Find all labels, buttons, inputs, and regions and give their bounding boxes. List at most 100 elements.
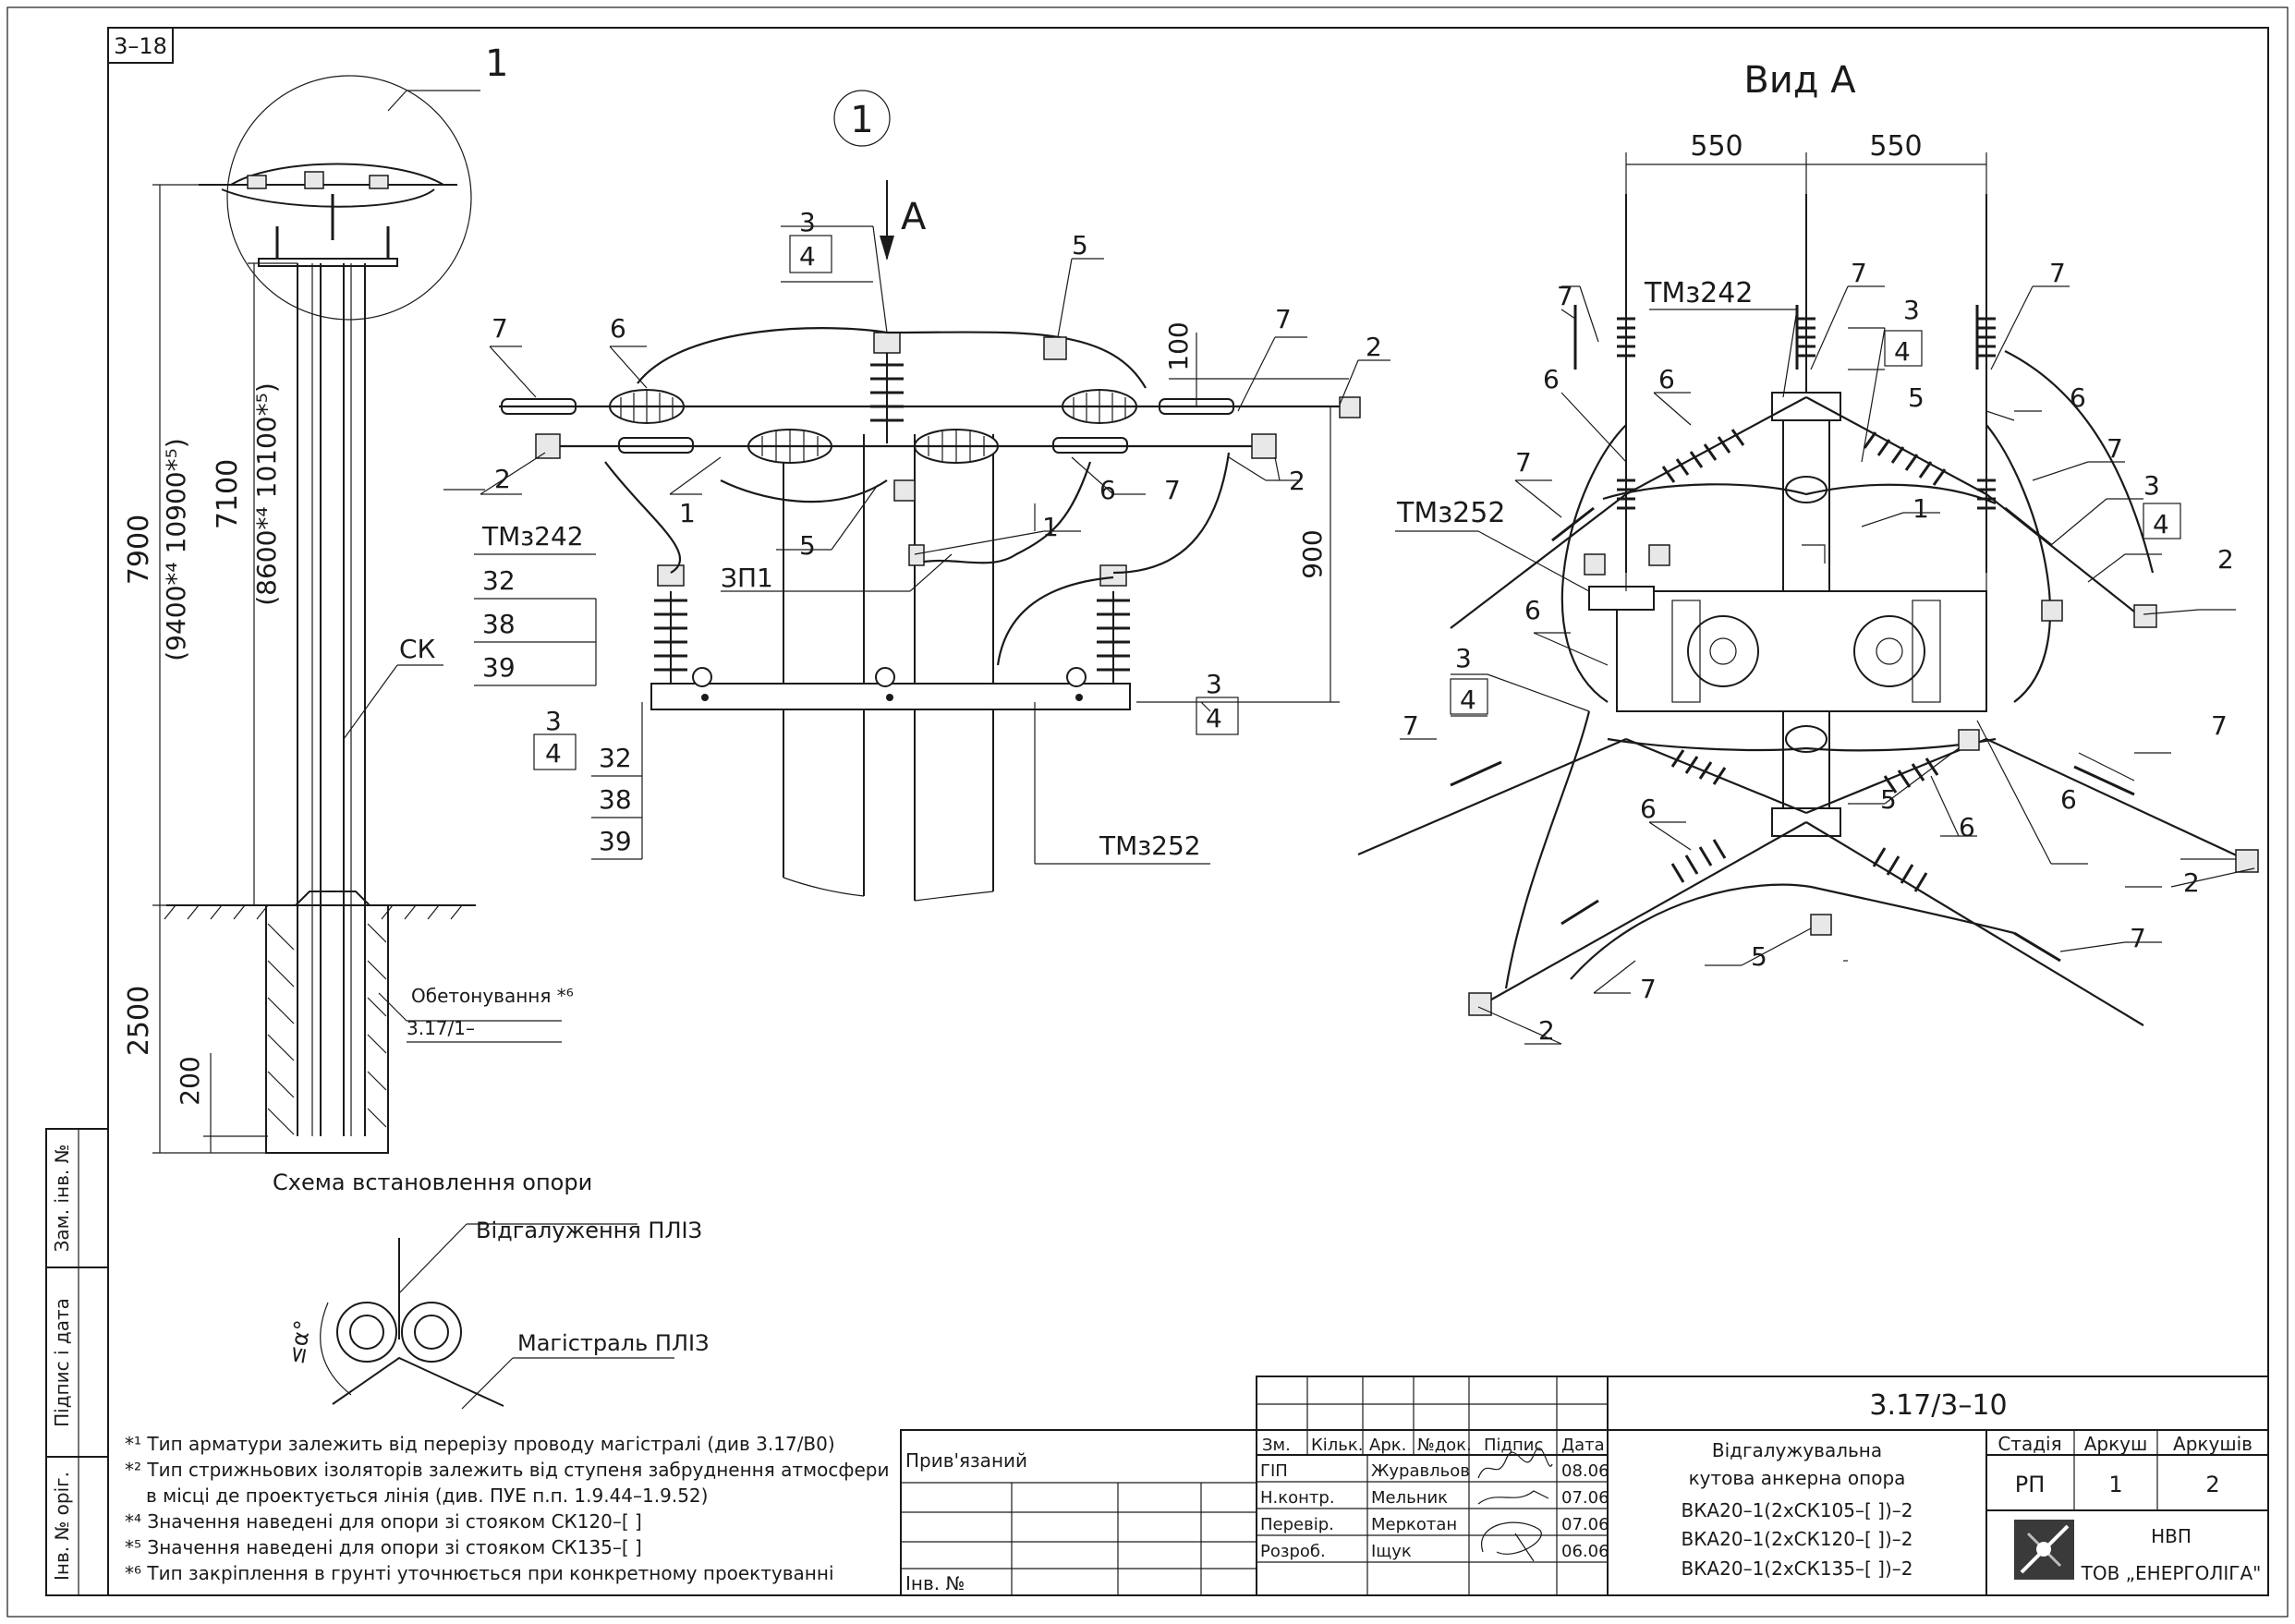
company-logo — [2014, 1520, 2074, 1580]
branch-scheme: Відгалуження ПЛІЗ Магістраль ПЛІЗ ≤α° — [283, 1218, 709, 1410]
tb-role-rozrob: Розроб. — [1260, 1542, 1326, 1561]
view-a-label-6-f: 6 — [1640, 794, 1657, 824]
desc-line-3: ВКА20–1(2хСК105–[ ])–2 — [1682, 1499, 1913, 1521]
view-a-label-7-f: 7 — [1402, 710, 1419, 741]
tb-role-gip: ГІП — [1260, 1461, 1288, 1481]
pin-insulator-top — [870, 332, 904, 443]
tb-date-perevir: 07.06 — [1561, 1515, 1609, 1534]
corner-tag: 3–18 — [114, 33, 167, 59]
doc-code: 3.17/3–10 — [1869, 1389, 2007, 1422]
detail-label-38-b: 38 — [599, 784, 632, 815]
foundation — [265, 904, 389, 1154]
view-a: Вид А 550 550 — [1357, 59, 2259, 1046]
ck-label: СК — [399, 634, 436, 664]
desc-line-2: кутова анкерна опора — [1689, 1467, 1906, 1489]
title-block: Прив'язаний Інв. № Зм. Кільк. Арк. №док.… — [900, 1376, 2269, 1596]
tb-header-pidpys: Підпис — [1484, 1436, 1543, 1455]
tb-name-perevir: Меркотан — [1371, 1515, 1457, 1534]
pole-top-right — [1853, 615, 1925, 687]
detail-label-39-a: 39 — [482, 652, 516, 683]
angle-label: ≤α° — [283, 1318, 316, 1366]
view-a-label-4-b: 4 — [2153, 509, 2169, 539]
note-5: *⁵ Значення наведені для опори зі стояко… — [125, 1536, 642, 1558]
sheets-header: Аркушів — [2173, 1433, 2252, 1455]
installation-scheme: 1 — [123, 42, 592, 1195]
view-a-label-4-a: 4 — [1894, 336, 1911, 367]
dim-mid: 7100 — [212, 459, 244, 529]
tb-header-ark: Арк. — [1369, 1436, 1406, 1455]
view-a-arrow-label: А — [901, 196, 927, 238]
dim-total-alt: (9400*⁴ 10900*⁵) — [161, 438, 191, 661]
stage-value: РП — [2015, 1472, 2046, 1497]
detail-label-2-left: 2 — [494, 464, 511, 494]
detail-label-6-right: 6 — [1099, 475, 1116, 505]
drawing-frame — [107, 27, 2269, 1596]
view-a-label-tm252: ТМз252 — [1396, 497, 1505, 529]
inv-no-label: Інв. № — [905, 1572, 965, 1594]
view-a-label-7-b: 7 — [1851, 258, 1867, 288]
tb-header-data: Дата — [1561, 1436, 1605, 1455]
tb-date-nkontr: 07.06 — [1561, 1488, 1609, 1508]
concrete-label: Обетонування *⁶ — [411, 985, 574, 1007]
detail-label-32-a: 32 — [482, 565, 516, 596]
tb-name-nkontr: Мельник — [1371, 1488, 1448, 1508]
detail-label-1-left: 1 — [679, 498, 696, 528]
corner-tag-box — [107, 27, 174, 64]
view-a-label-5-c: 5 — [1751, 941, 1767, 972]
side-label-inv-original: Інв. № оріг. — [51, 1472, 73, 1581]
view-a-label-7-h: 7 — [2130, 923, 2146, 953]
side-label-signature-date: Підпис і дата — [51, 1298, 73, 1427]
view-a-labels: ТМз242 ТМз252 7 7 7 6 6 3 4 5 6 7 7 3 4 … — [1396, 258, 2234, 1046]
detail-leaders — [443, 225, 1390, 712]
cable-main-right — [401, 1302, 462, 1363]
concrete-ref: 3.17/1– — [407, 1017, 475, 1039]
sheet-border — [6, 6, 2289, 1618]
tb-header-kilk: Кільк. — [1311, 1436, 1364, 1455]
side-stamp: Зам. інв. № Підпис і дата Інв. № оріг. — [45, 1128, 109, 1596]
top-assembly-mini — [199, 163, 457, 267]
note-1: *¹ Тип арматури залежить від перерізу пр… — [125, 1433, 835, 1455]
view-a-label-7-g: 7 — [2211, 710, 2228, 741]
detail-label-4-bl: 4 — [545, 738, 562, 769]
view-a-title: Вид А — [1743, 59, 1856, 102]
view-a-label-7-i: 7 — [1640, 974, 1657, 1004]
detail-label-2-right: 2 — [1289, 466, 1305, 496]
dim-mid-alt: (8600*⁴ 10100*⁵) — [251, 382, 282, 606]
detail-label-3-right: 3 — [1206, 669, 1222, 699]
view-a-label-5-a: 5 — [1908, 382, 1925, 413]
detail-label-3-bl: 3 — [545, 706, 562, 736]
company-line-2: ТОВ „ЕНЕРГОЛІГА" — [2081, 1562, 2262, 1584]
view-a-label-6-b: 6 — [1658, 364, 1675, 394]
tb-role-perevir: Перевір. — [1260, 1515, 1334, 1534]
detail-label-5-bottom: 5 — [799, 530, 816, 561]
detail-label-4-top: 4 — [799, 241, 816, 272]
view-a-dim-right: 550 — [1869, 130, 1922, 163]
pin-insulator-right — [1097, 564, 1130, 684]
detail-label-tm252: ТМз252 — [1099, 830, 1201, 861]
view-a-label-7-a: 7 — [1557, 281, 1573, 311]
view-a-label-1: 1 — [1912, 493, 1929, 524]
detail-label-7-left: 7 — [492, 313, 508, 344]
view-a-label-3-c: 3 — [1455, 643, 1472, 673]
view-a-label-2-a: 2 — [2217, 544, 2234, 575]
pole-top-left — [1687, 615, 1759, 687]
view-a-label-6-c: 6 — [2070, 382, 2086, 413]
detail-label-38-a: 38 — [482, 609, 516, 639]
detail-view-1: 1 А — [443, 90, 1390, 902]
detail-label-6-left: 6 — [610, 313, 626, 344]
view-a-label-3-b: 3 — [2143, 470, 2160, 501]
dim-depth: 2500 — [123, 986, 155, 1056]
callout-main-number: 1 — [485, 42, 508, 85]
tb-header-zm: Зм. — [1262, 1436, 1291, 1455]
detail-label-4-right: 4 — [1206, 703, 1222, 733]
main-label: Магістраль ПЛІЗ — [517, 1330, 709, 1356]
detail-label-7-mid: 7 — [1164, 475, 1181, 505]
tb-date-rozrob: 06.06 — [1561, 1542, 1609, 1561]
note-2-cont: в місці де проектується лінія (див. ПУЕ … — [146, 1485, 708, 1507]
note-4: *⁴ Значення наведені для опори зі стояко… — [125, 1510, 642, 1533]
view-a-label-6-g: 6 — [1959, 812, 1975, 842]
dim-total: 7900 — [123, 515, 155, 585]
detail-number-circle — [833, 90, 891, 147]
signatures — [1477, 1448, 1553, 1562]
